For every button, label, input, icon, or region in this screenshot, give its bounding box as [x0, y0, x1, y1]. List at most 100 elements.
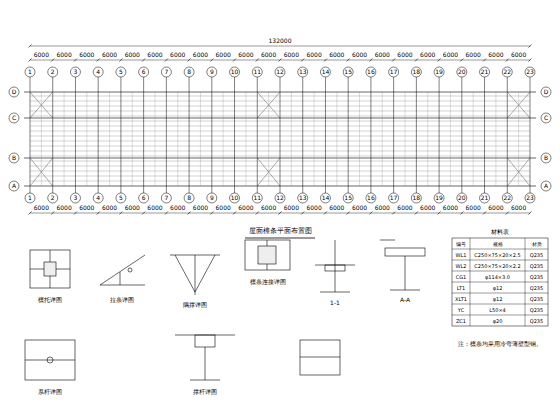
- table-rule: [452, 271, 548, 272]
- note-text: 注：檩条均采用冷弯薄壁型钢。: [458, 342, 542, 348]
- dimension: 6000: [442, 52, 459, 58]
- axis-bubble: [457, 67, 467, 77]
- table-cell: Q235: [530, 252, 543, 257]
- table-cell: Q235: [530, 296, 543, 301]
- axis-number: 10: [231, 195, 239, 201]
- axis-number: 19: [435, 195, 443, 201]
- axis-bubble: [541, 153, 551, 163]
- dimension: 6000: [192, 52, 209, 58]
- axis-bubble: [9, 153, 19, 163]
- dimension: 6000: [487, 52, 504, 58]
- dimension: 6000: [33, 205, 50, 211]
- axis-number: 16: [367, 195, 375, 201]
- detail-sketches: [25, 240, 425, 380]
- table-cell: LT1: [457, 285, 465, 290]
- axis-line: [143, 77, 144, 193]
- axis-line: [98, 77, 99, 193]
- axis-bubble: [184, 67, 194, 77]
- axis-number: 5: [119, 195, 123, 201]
- axis-number: 17: [390, 195, 398, 201]
- axis-number: 4: [96, 195, 100, 201]
- dimension: 6000: [374, 52, 391, 58]
- axis-number: 21: [481, 195, 489, 201]
- dimension: 6000: [124, 205, 141, 211]
- axis-letter: C: [544, 115, 548, 121]
- dimension: 6000: [328, 205, 345, 211]
- table-rule: [470, 238, 471, 326]
- dimension: 6000: [396, 52, 413, 58]
- dimension: 6000: [487, 205, 504, 211]
- axis-number: 18: [413, 195, 421, 201]
- axis-bubble: [184, 193, 194, 203]
- dimension: 6000: [55, 205, 72, 211]
- axis-bubble: [139, 67, 149, 77]
- axis-line: [461, 77, 462, 193]
- axis-bubble: [93, 193, 103, 203]
- sag-rod: [245, 92, 246, 186]
- sag-rod: [223, 92, 224, 186]
- table-rule: [452, 304, 548, 305]
- axis-line: [234, 77, 235, 193]
- axis-number: 6: [142, 195, 146, 201]
- axis-number: 21: [481, 69, 489, 75]
- axis-bubble: [139, 193, 149, 203]
- sag-rod: [518, 92, 519, 186]
- axis-bubble: [502, 67, 512, 77]
- axis-number: 7: [164, 195, 168, 201]
- sag-rod: [495, 92, 496, 186]
- dimension: 6000: [215, 205, 232, 211]
- axis-bubble: [161, 193, 171, 203]
- axis-number: 13: [299, 195, 307, 201]
- axis-number: 8: [187, 195, 191, 201]
- sag-rod: [314, 92, 315, 186]
- axis-line: [370, 77, 371, 193]
- axis-bubble: [480, 193, 490, 203]
- axis-bubble: [502, 193, 512, 203]
- axis-number: 22: [503, 69, 511, 75]
- axis-line: [189, 77, 190, 193]
- table-cell: L50×4: [489, 307, 506, 312]
- table-cell: φ114×3.0: [485, 274, 510, 279]
- axis-number: 2: [51, 195, 55, 201]
- axis-bubble: [411, 67, 421, 77]
- axis-number: 5: [119, 69, 123, 75]
- axis-bubble: [434, 67, 444, 77]
- table-cell: φ12: [493, 296, 503, 301]
- table-cell: XLT1: [455, 296, 467, 301]
- axis-line: [302, 77, 303, 193]
- detail-title: 1-1: [329, 300, 341, 306]
- axis-bubble: [343, 193, 353, 203]
- dimension: 6000: [510, 52, 527, 58]
- axis-number: 15: [344, 195, 352, 201]
- dimension: 6000: [101, 52, 118, 58]
- axis-bubble: [457, 193, 467, 203]
- dimension: 6000: [78, 52, 95, 58]
- axis-bubble: [9, 181, 19, 191]
- sag-rod: [200, 92, 201, 186]
- detail-title: 檩托详图: [37, 297, 63, 303]
- axis-number: 12: [276, 195, 284, 201]
- sag-rod: [291, 92, 292, 186]
- sag-rod: [382, 92, 383, 186]
- dimension: 6000: [328, 52, 345, 58]
- axis-letter: D: [12, 89, 17, 95]
- axis-number: 1: [28, 195, 32, 201]
- dimension: 6000: [146, 52, 163, 58]
- axis-letter: A: [544, 183, 548, 189]
- dimension: 6000: [124, 52, 141, 58]
- dim-tick: [29, 45, 32, 48]
- axis-bubble: [389, 67, 399, 77]
- axis-line: [530, 77, 531, 193]
- table-cell: ZC1: [456, 318, 466, 323]
- axis-number: 3: [74, 195, 78, 201]
- axis-line: [52, 77, 53, 193]
- sag-rod: [336, 92, 337, 186]
- axis-bubble: [48, 193, 58, 203]
- axis-number: 20: [458, 195, 466, 201]
- table-cell: C250×75×20×2.2: [474, 263, 520, 268]
- table-cell: 材质: [532, 241, 542, 246]
- table-cell: 规格: [493, 241, 503, 246]
- dimension: 6000: [510, 205, 527, 211]
- detail-title: 系杆详图: [37, 389, 63, 395]
